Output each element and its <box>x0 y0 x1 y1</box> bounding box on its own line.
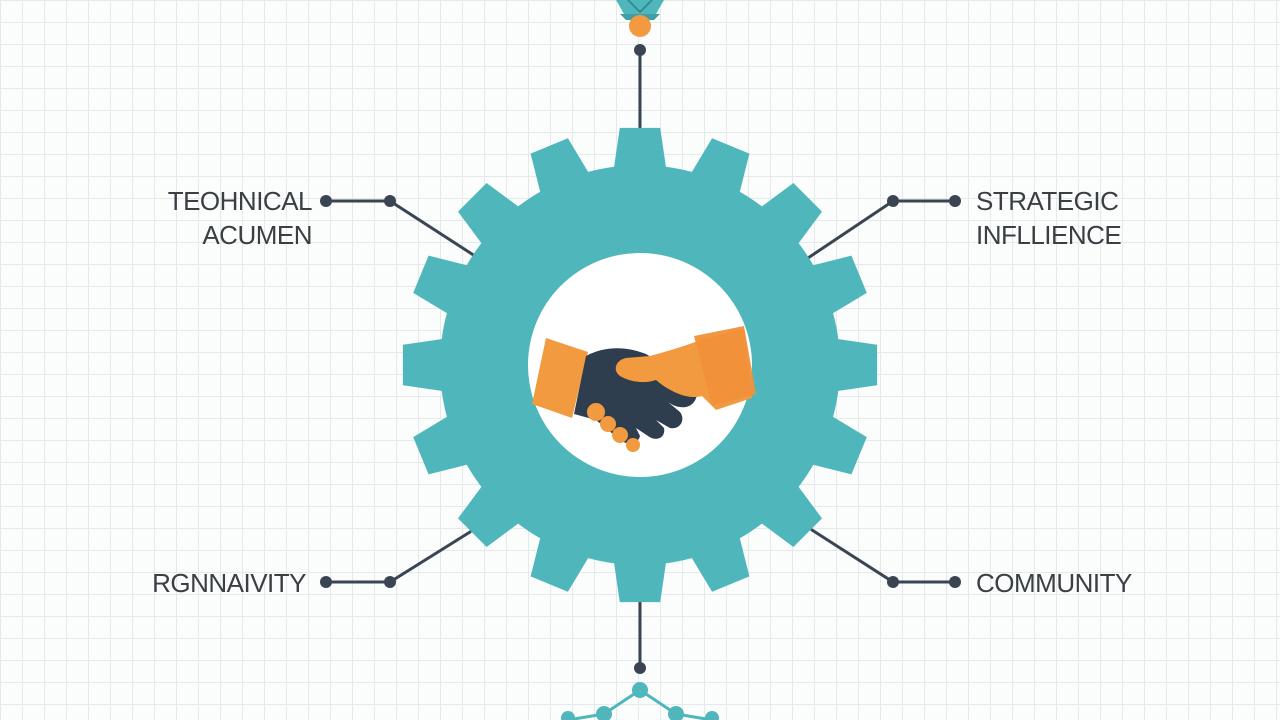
network-icon <box>561 682 719 720</box>
label-strategic-influence: STRATEGIC INFLLIENCE <box>976 184 1122 252</box>
label-line: COMMUNITY <box>976 568 1132 598</box>
dot-bottom-right-end <box>949 576 961 588</box>
connector-bottom-left <box>324 530 472 584</box>
lightbulb-icon <box>616 0 664 37</box>
label-line: STRATEGIC <box>976 186 1119 216</box>
label-line: RGNNAIVITY <box>152 568 306 598</box>
dot-top-left-mid <box>384 195 396 207</box>
label-line: ACUMEN <box>202 220 312 250</box>
label-community: COMMUNITY <box>976 566 1132 600</box>
dot-top-left-end <box>320 195 332 207</box>
dot-top-right-mid <box>887 195 899 207</box>
connector-top-right <box>806 199 957 260</box>
dot-bottom-left-end <box>320 576 332 588</box>
dot-top-right-end <box>949 195 961 207</box>
label-line: INFLLIENCE <box>976 220 1122 250</box>
label-technical-acumen: TEOHNICAL ACUMEN <box>167 184 313 252</box>
handshake-icon <box>532 326 756 452</box>
connector-dots <box>320 44 961 674</box>
dot-bottom-right-mid <box>887 576 899 588</box>
label-creativity: RGNNAIVITY <box>152 566 306 600</box>
connector-bottom-right <box>810 528 957 584</box>
label-line: TEOHNICAL <box>167 186 313 216</box>
connector-top-left <box>324 199 477 258</box>
dot-bottom <box>634 662 646 674</box>
dot-top <box>634 44 646 56</box>
dot-bottom-left-mid <box>384 576 396 588</box>
